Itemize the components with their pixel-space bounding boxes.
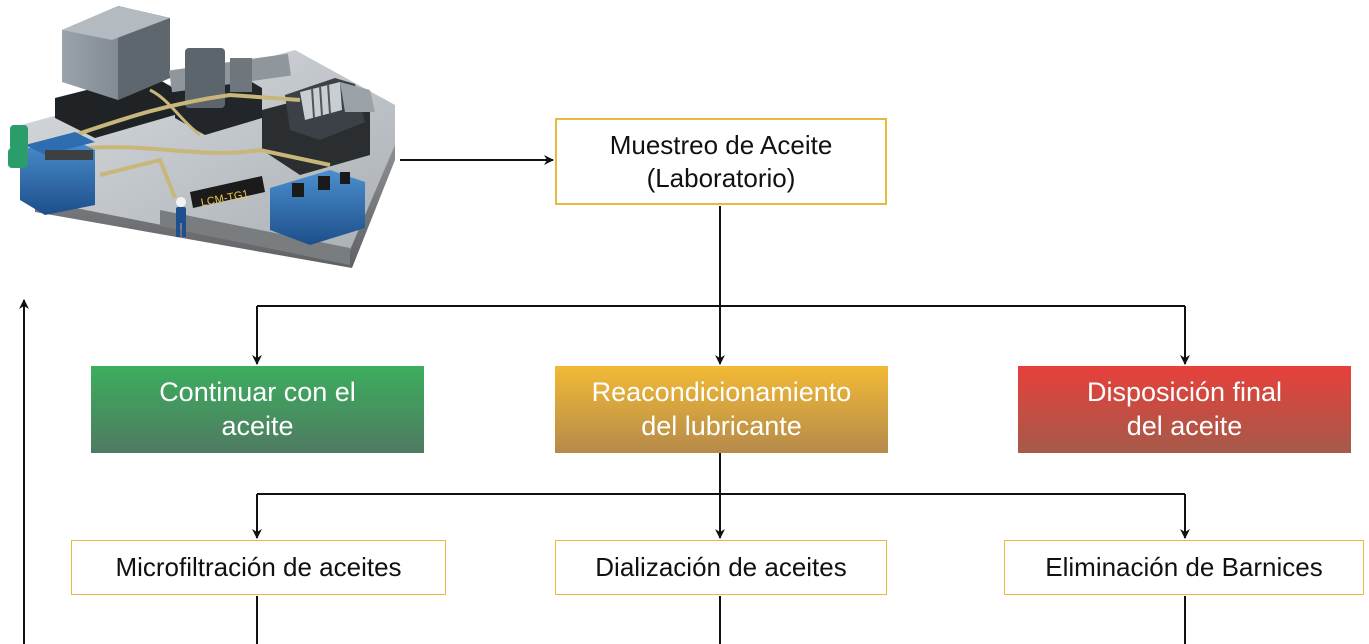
connectors (19, 155, 1190, 644)
turbine-machine-illustration: LCM-TG1 (8, 6, 395, 268)
node-oil-sampling: Muestreo de Aceite (Laboratorio) (555, 118, 887, 205)
node-microfiltration-label: Microfiltración de aceites (115, 552, 402, 583)
node-microfiltration: Microfiltración de aceites (71, 540, 446, 595)
node-dialysis-label: Dialización de aceites (595, 552, 847, 583)
node-oil-sampling-label: Muestreo de Aceite (Laboratorio) (609, 130, 833, 193)
node-varnish-removal-label: Eliminación de Barnices (1045, 552, 1323, 583)
node-final-disposal: Disposición final del aceite (1018, 366, 1351, 453)
node-continue-oil: Continuar con el aceite (91, 366, 424, 453)
node-recondition-lubricant: Reacondicionamiento del lubricante (555, 366, 888, 453)
node-dialysis: Dialización de aceites (555, 540, 887, 595)
worker-figure (176, 197, 186, 237)
node-continue-oil-label: Continuar con el aceite (159, 376, 356, 441)
node-varnish-removal: Eliminación de Barnices (1004, 540, 1364, 595)
node-recondition-lubricant-label: Reacondicionamiento del lubricante (591, 376, 852, 441)
node-final-disposal-label: Disposición final del aceite (1086, 376, 1283, 441)
